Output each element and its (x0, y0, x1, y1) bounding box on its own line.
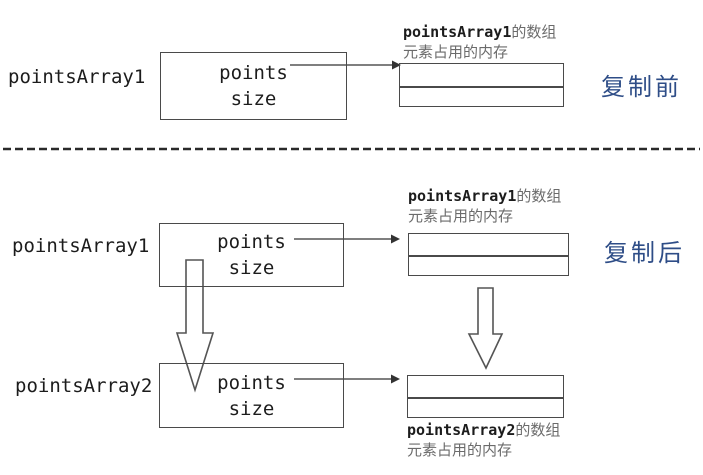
stage-label-after: 复制后 (604, 239, 685, 267)
memory-box-divider (408, 397, 563, 399)
memory-label-before: pointsArray1的数组 元素占用的内存 (403, 22, 556, 62)
memory-label-after-array2: pointsArray2的数组 元素占用的内存 (407, 420, 560, 460)
memory-label-after-array1: pointsArray1的数组 元素占用的内存 (408, 186, 561, 226)
memory-label-line1: pointsArray1的数组 (408, 186, 561, 206)
memory-label-suffix: 的数组 (515, 421, 561, 439)
copy-down-arrow-icon (467, 287, 504, 370)
field-size: size (228, 257, 275, 279)
field-points: points (219, 62, 288, 84)
field-size: size (230, 88, 277, 110)
variable-label-pointsarray1-after: pointsArray1 (12, 235, 150, 257)
memory-box-before (399, 63, 564, 107)
stage-label-before: 复制前 (601, 73, 682, 101)
object-box-pointsarray1-before: points size (160, 52, 347, 120)
memory-label-line2: 元素占用的内存 (403, 43, 509, 61)
memory-label-code: pointsArray1 (403, 23, 512, 41)
object-box-pointsarray1-after: points size (159, 223, 344, 287)
memory-label-code: pointsArray1 (408, 187, 517, 205)
field-points: points (217, 231, 286, 253)
field-points: points (217, 371, 286, 394)
variable-label-pointsarray2: pointsArray2 (15, 375, 153, 397)
memory-box-after-array1 (408, 233, 569, 276)
object-box-pointsarray2: points size (159, 363, 344, 428)
pointer-arrowhead-icon (391, 234, 400, 244)
memory-label-suffix: 的数组 (511, 23, 557, 41)
field-size: size (228, 397, 275, 420)
pointer-arrowhead-icon (391, 374, 400, 384)
memory-box-divider (400, 86, 563, 88)
memory-label-line1: pointsArray2的数组 (407, 420, 560, 440)
memory-label-line2: 元素占用的内存 (408, 207, 514, 225)
memory-label-line1: pointsArray1的数组 (403, 22, 556, 42)
memory-box-after-array2 (407, 375, 564, 418)
variable-label-pointsarray1-before: pointsArray1 (8, 66, 146, 88)
memory-label-line2: 元素占用的内存 (407, 441, 513, 459)
memory-box-divider (409, 255, 568, 257)
memory-label-code: pointsArray2 (407, 421, 516, 439)
memory-label-suffix: 的数组 (516, 187, 562, 205)
